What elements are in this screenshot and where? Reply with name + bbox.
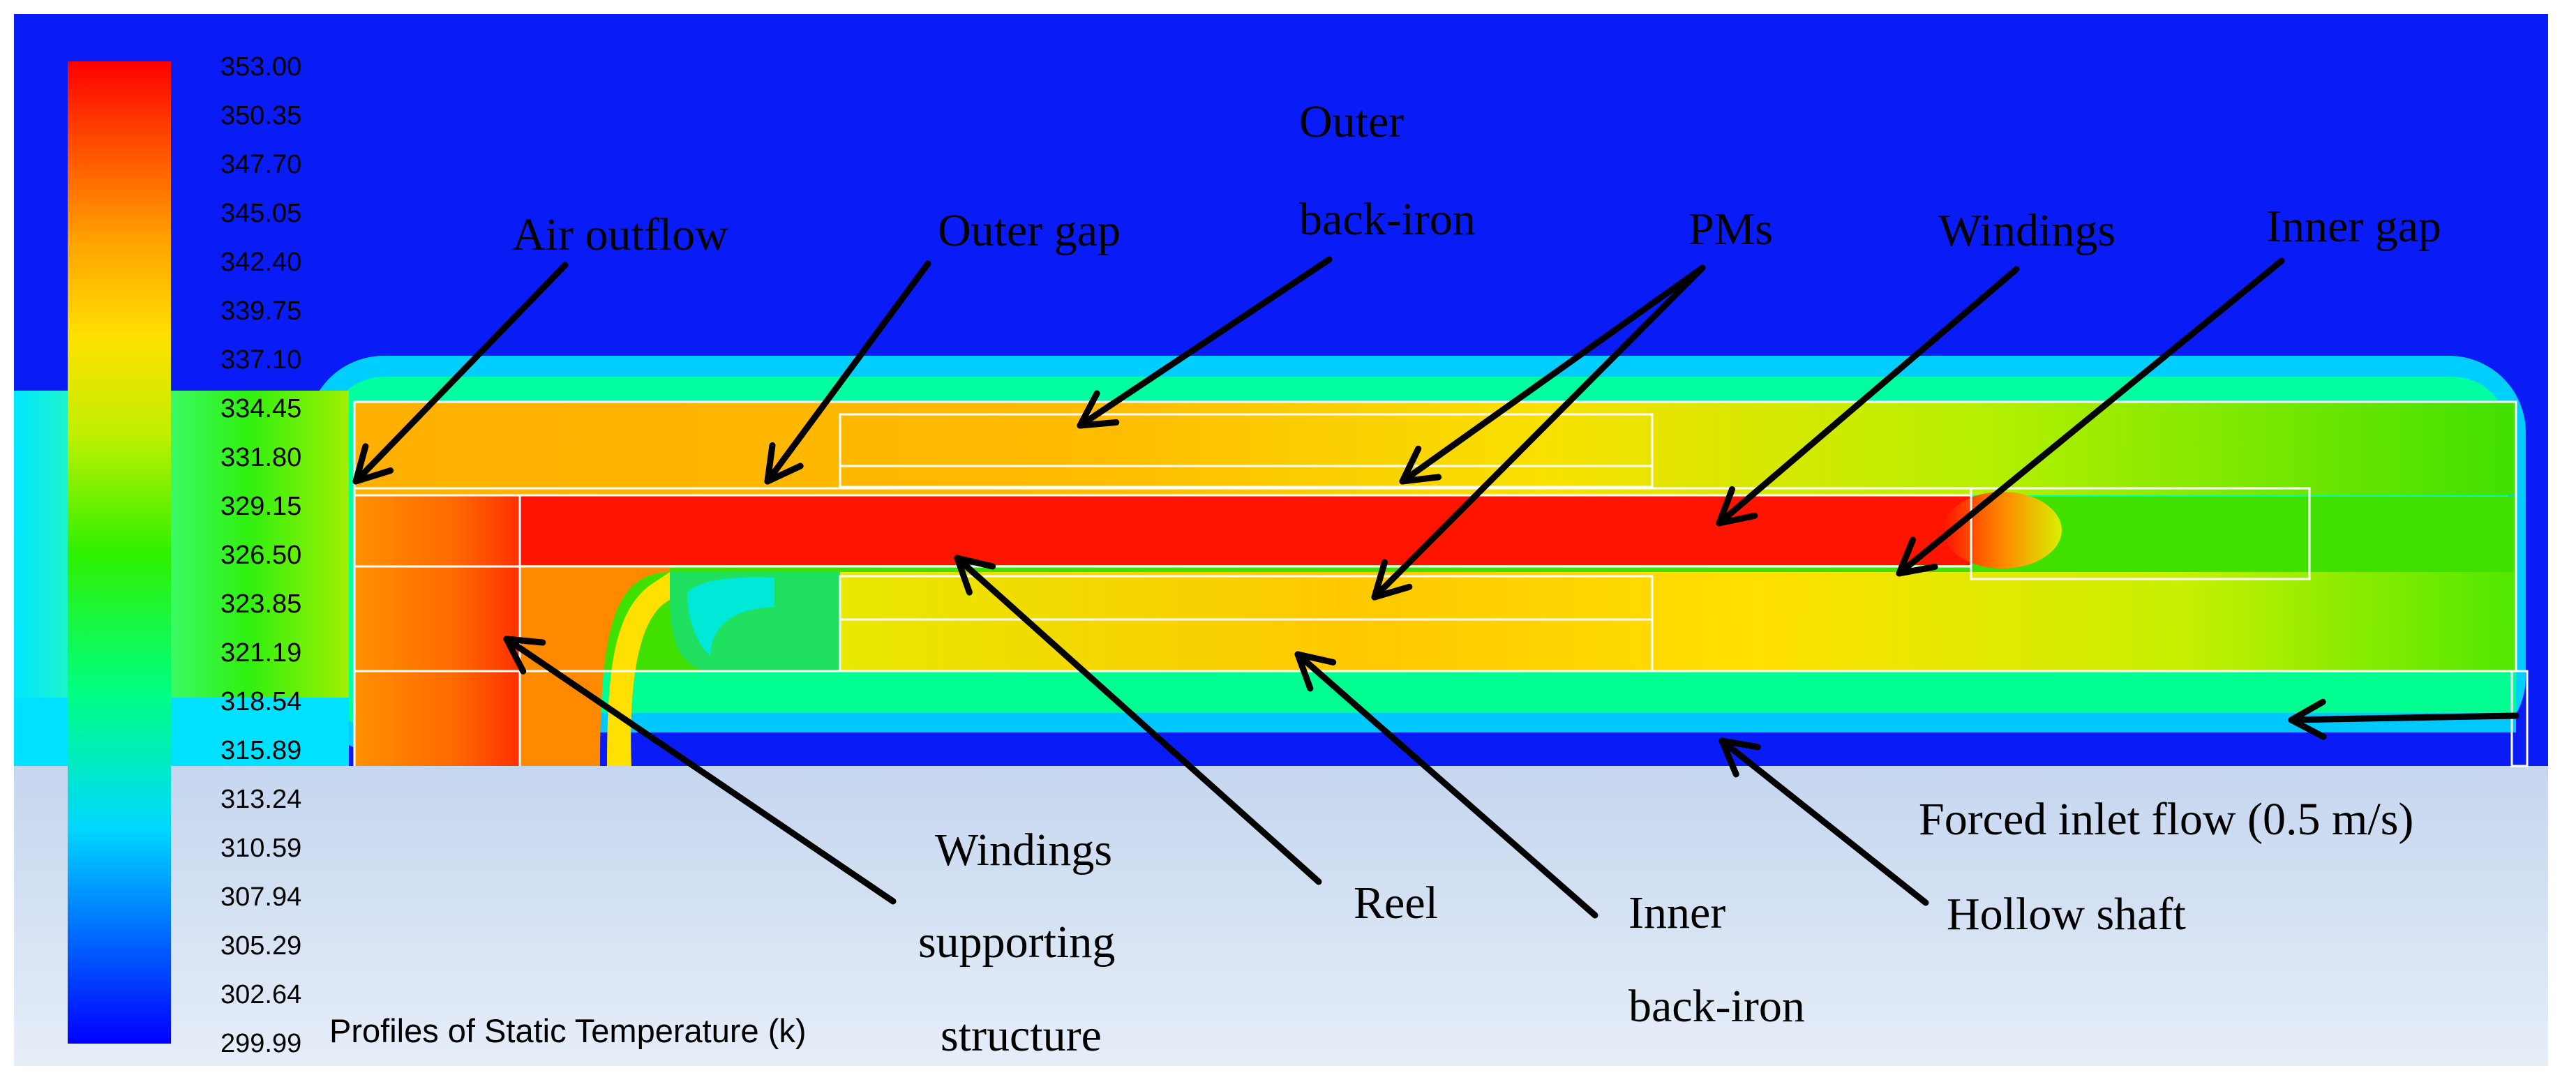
annotation-arrow-head	[764, 442, 804, 485]
colorbar-tick-label: 307.94	[220, 882, 301, 912]
annotation-arrow-shaft	[1399, 264, 1706, 485]
colorbar-tick-label: 315.89	[220, 736, 301, 765]
colorbar-tick-label: 353.00	[220, 52, 301, 82]
annotation-arrow-head	[1399, 445, 1442, 485]
label-windings-support-line1: Windings	[935, 825, 1112, 875]
annotation-arrow-shaft	[1077, 256, 1333, 429]
annotation-arrow-head	[954, 555, 996, 596]
annotation-arrow-shaft	[2288, 712, 2519, 723]
colorbar-tick-label: 339.75	[220, 296, 301, 326]
annotation-arrow-shaft	[954, 555, 1322, 885]
colorbar-tick-label: 321.19	[220, 638, 301, 668]
label-windings-support-line2: supporting	[918, 917, 1115, 968]
label-hollow-shaft: Hollow shaft	[1947, 889, 2186, 940]
colorbar-tick-label: 342.40	[220, 248, 301, 277]
label-forced-inlet: Forced inlet flow (0.5 m/s)	[1919, 794, 2413, 845]
label-windings-support-line3: structure	[941, 1010, 1102, 1061]
windings-support-zone	[354, 495, 520, 766]
colorbar-tick-label: 347.70	[220, 150, 301, 179]
colorbar-tick-label: 313.24	[220, 785, 301, 814]
annotation-arrow-shaft	[1896, 257, 2285, 577]
annotation-arrow-shaft	[1718, 737, 1929, 906]
label-outer-gap: Outer gap	[938, 205, 1121, 256]
annotation-arrow-head	[1294, 651, 1337, 692]
colorbar-tick-label: 323.85	[220, 589, 301, 619]
annotation-arrow-shaft	[352, 262, 569, 485]
annotation-arrow-shaft	[1716, 266, 2020, 527]
annotation-arrow-head	[1718, 737, 1761, 778]
annotation-labels: Air outflow Outer gap Outer back-iron PM…	[512, 96, 2441, 1061]
annotation-arrow-head	[1077, 390, 1120, 429]
colorbar-tick-label: 310.59	[220, 834, 301, 863]
colorbar	[68, 61, 171, 1044]
colorbar-tick-label: 350.35	[220, 101, 301, 130]
label-pms: PMs	[1688, 204, 1773, 255]
colorbar-tick-label: 334.45	[220, 394, 301, 423]
colorbar-tick-label: 331.80	[220, 443, 301, 472]
plot-title: Profiles of Static Temperature (k)	[329, 1012, 807, 1049]
annotation-arrow-head	[1371, 559, 1413, 601]
annotation-arrow-shaft	[1371, 264, 1706, 601]
annotation-arrow-head	[503, 636, 546, 675]
annotation-arrow-head	[2288, 698, 2327, 740]
label-inner-back-iron-line2: back-iron	[1628, 981, 1805, 1032]
colorbar-tick-label: 302.64	[220, 980, 301, 1009]
annotation-arrow-shaft	[503, 636, 897, 905]
windings-hot-bar	[520, 495, 1971, 565]
geometry-outlines	[353, 400, 2529, 767]
label-air-outflow: Air outflow	[512, 209, 728, 260]
colorbar-tick-label: 326.50	[220, 541, 301, 570]
colorbar-tick-label: 329.15	[220, 492, 301, 521]
cyan-pocket	[687, 577, 774, 656]
annotation-arrow-head	[1716, 486, 1758, 527]
annotation-arrow-head	[352, 443, 394, 485]
label-outer-back-iron-line1: Outer	[1299, 96, 1404, 147]
hollow-shaft-strip	[572, 732, 2526, 766]
label-inner-gap: Inner gap	[2266, 201, 2441, 252]
annotation-arrows	[352, 256, 2519, 919]
colorbar-tick-label: 337.10	[220, 345, 301, 375]
colorbar-ticks: 353.00 350.35 347.70 345.05 342.40 339.75 337.…	[220, 52, 301, 1058]
label-windings: Windings	[1938, 205, 2116, 256]
label-outer-back-iron-line2: back-iron	[1299, 194, 1476, 245]
colorbar-tick-label: 305.29	[220, 931, 301, 961]
label-reel: Reel	[1354, 878, 1438, 929]
inner-zone	[840, 572, 2516, 671]
windings-tip-gradient	[1943, 492, 2062, 569]
annotation-arrow-head	[1896, 536, 1938, 577]
label-inner-back-iron-line1: Inner	[1628, 887, 1725, 938]
colorbar-tick-label: 318.54	[220, 687, 301, 716]
annotation-arrow-shaft	[1294, 651, 1598, 919]
colorbar-tick-label: 299.99	[220, 1029, 301, 1058]
annotation-arrow-shaft	[764, 260, 931, 485]
inner-channel	[354, 671, 2516, 713]
colorbar-tick-label: 345.05	[220, 199, 301, 228]
lower-domain-region	[14, 766, 2548, 1066]
outer-zone	[354, 402, 2516, 495]
